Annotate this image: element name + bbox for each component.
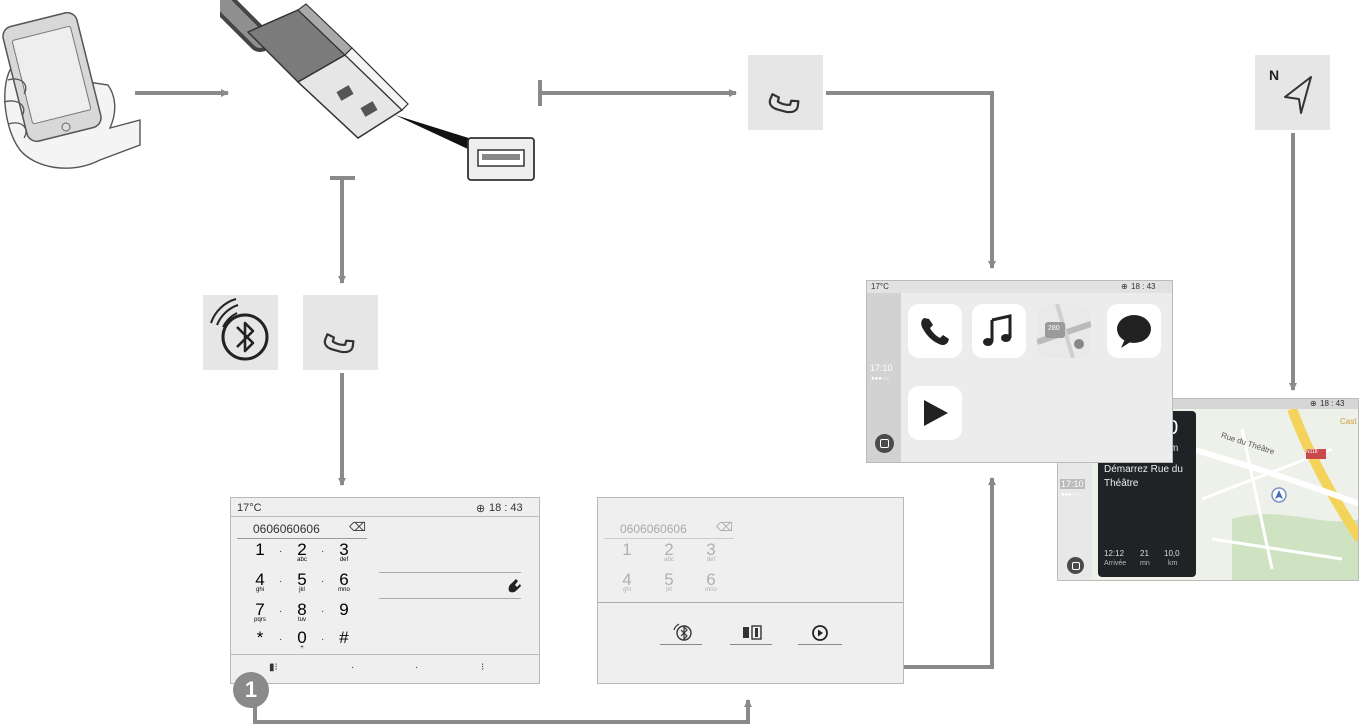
bluetooth-icon (203, 295, 278, 370)
clock-icon: ⊕ (476, 502, 485, 515)
usb-cable-illustration (220, 0, 550, 195)
dialed-number: 0606060606 (620, 522, 687, 536)
arrival-time: 12:12 (1104, 549, 1124, 558)
contacts-icon[interactable]: ▮⁝ (269, 662, 278, 673)
key-9[interactable]: 9 (329, 600, 359, 630)
backspace-icon: ⌫ (716, 520, 733, 534)
minutes-unit: mn (1140, 560, 1150, 567)
backspace-icon[interactable]: ⌫ (349, 520, 366, 534)
app-music[interactable] (972, 304, 1026, 358)
compass-north-label: N (1269, 67, 1279, 83)
mirror-screen-icon[interactable] (740, 624, 766, 642)
clock-label: 18 : 43 (1320, 399, 1344, 408)
dialed-number[interactable]: 0606060606 (253, 522, 320, 536)
road-badge: N118 (1306, 449, 1318, 455)
clock-icon: ⊕ (1310, 399, 1317, 408)
arrival-label: Arrivée (1104, 560, 1126, 567)
bluetooth-tile (203, 295, 278, 370)
temperature-label: 17°C (871, 282, 889, 291)
carplay-sidebar: 17:10 ●●●○○ (867, 293, 901, 462)
app-maps[interactable]: 280 (1037, 304, 1091, 358)
arrow-phone-to-carplay (826, 93, 992, 268)
home-button[interactable] (1067, 557, 1084, 574)
message-bubble-icon (1107, 304, 1161, 358)
clock-icon: ⊕ (1121, 282, 1128, 291)
navigation-tile: N (1255, 55, 1330, 130)
call-handset-icon[interactable] (505, 576, 523, 594)
phone-tile-top (748, 55, 823, 130)
phone-app-icon (908, 304, 962, 358)
temperature-label: 17°C (237, 502, 262, 514)
sidebar-time: 17:10 (870, 363, 893, 373)
maps-badge: 280 (1048, 325, 1060, 332)
phone-tile-bluetooth (303, 295, 378, 370)
sidebar-time: 17:10 (1060, 479, 1085, 489)
km-value: 10,0 (1164, 549, 1180, 558)
key-1[interactable]: 1 (245, 540, 275, 570)
poi-label: Cast (1340, 417, 1356, 426)
clock-label: 18 : 43 (489, 502, 523, 514)
minutes-value: 21 (1140, 549, 1149, 558)
play-circle-icon[interactable] (808, 622, 832, 644)
clock-label: 18 : 43 (1131, 282, 1155, 291)
navigation-arrow-icon (1255, 55, 1330, 130)
home-button[interactable] (875, 434, 894, 453)
maps-app-icon (1037, 304, 1091, 358)
app-phone[interactable] (908, 304, 962, 358)
bluetooth-small-icon[interactable] (670, 622, 696, 644)
more-options-icon[interactable]: ⁝ (481, 662, 484, 673)
carplay-home-screen: 17°C ⊕ 18 : 43 17:10 ●●●○○ 280 (866, 280, 1173, 463)
km-unit: km (1168, 560, 1177, 567)
app-now-playing[interactable] (908, 386, 962, 440)
smartphone-in-hand-illustration (0, 10, 145, 180)
instruction-text: Démarrez Rue du Théâtre (1104, 463, 1188, 491)
arrow-step1-to-dimmed (255, 700, 748, 722)
phone-handset-icon (303, 295, 378, 370)
play-icon (908, 386, 962, 440)
key-1: 1 (612, 540, 642, 560)
phone-handset-icon (748, 55, 823, 130)
app-messages[interactable] (1107, 304, 1161, 358)
step-badge: 1 (233, 672, 269, 708)
music-note-icon (972, 304, 1026, 358)
